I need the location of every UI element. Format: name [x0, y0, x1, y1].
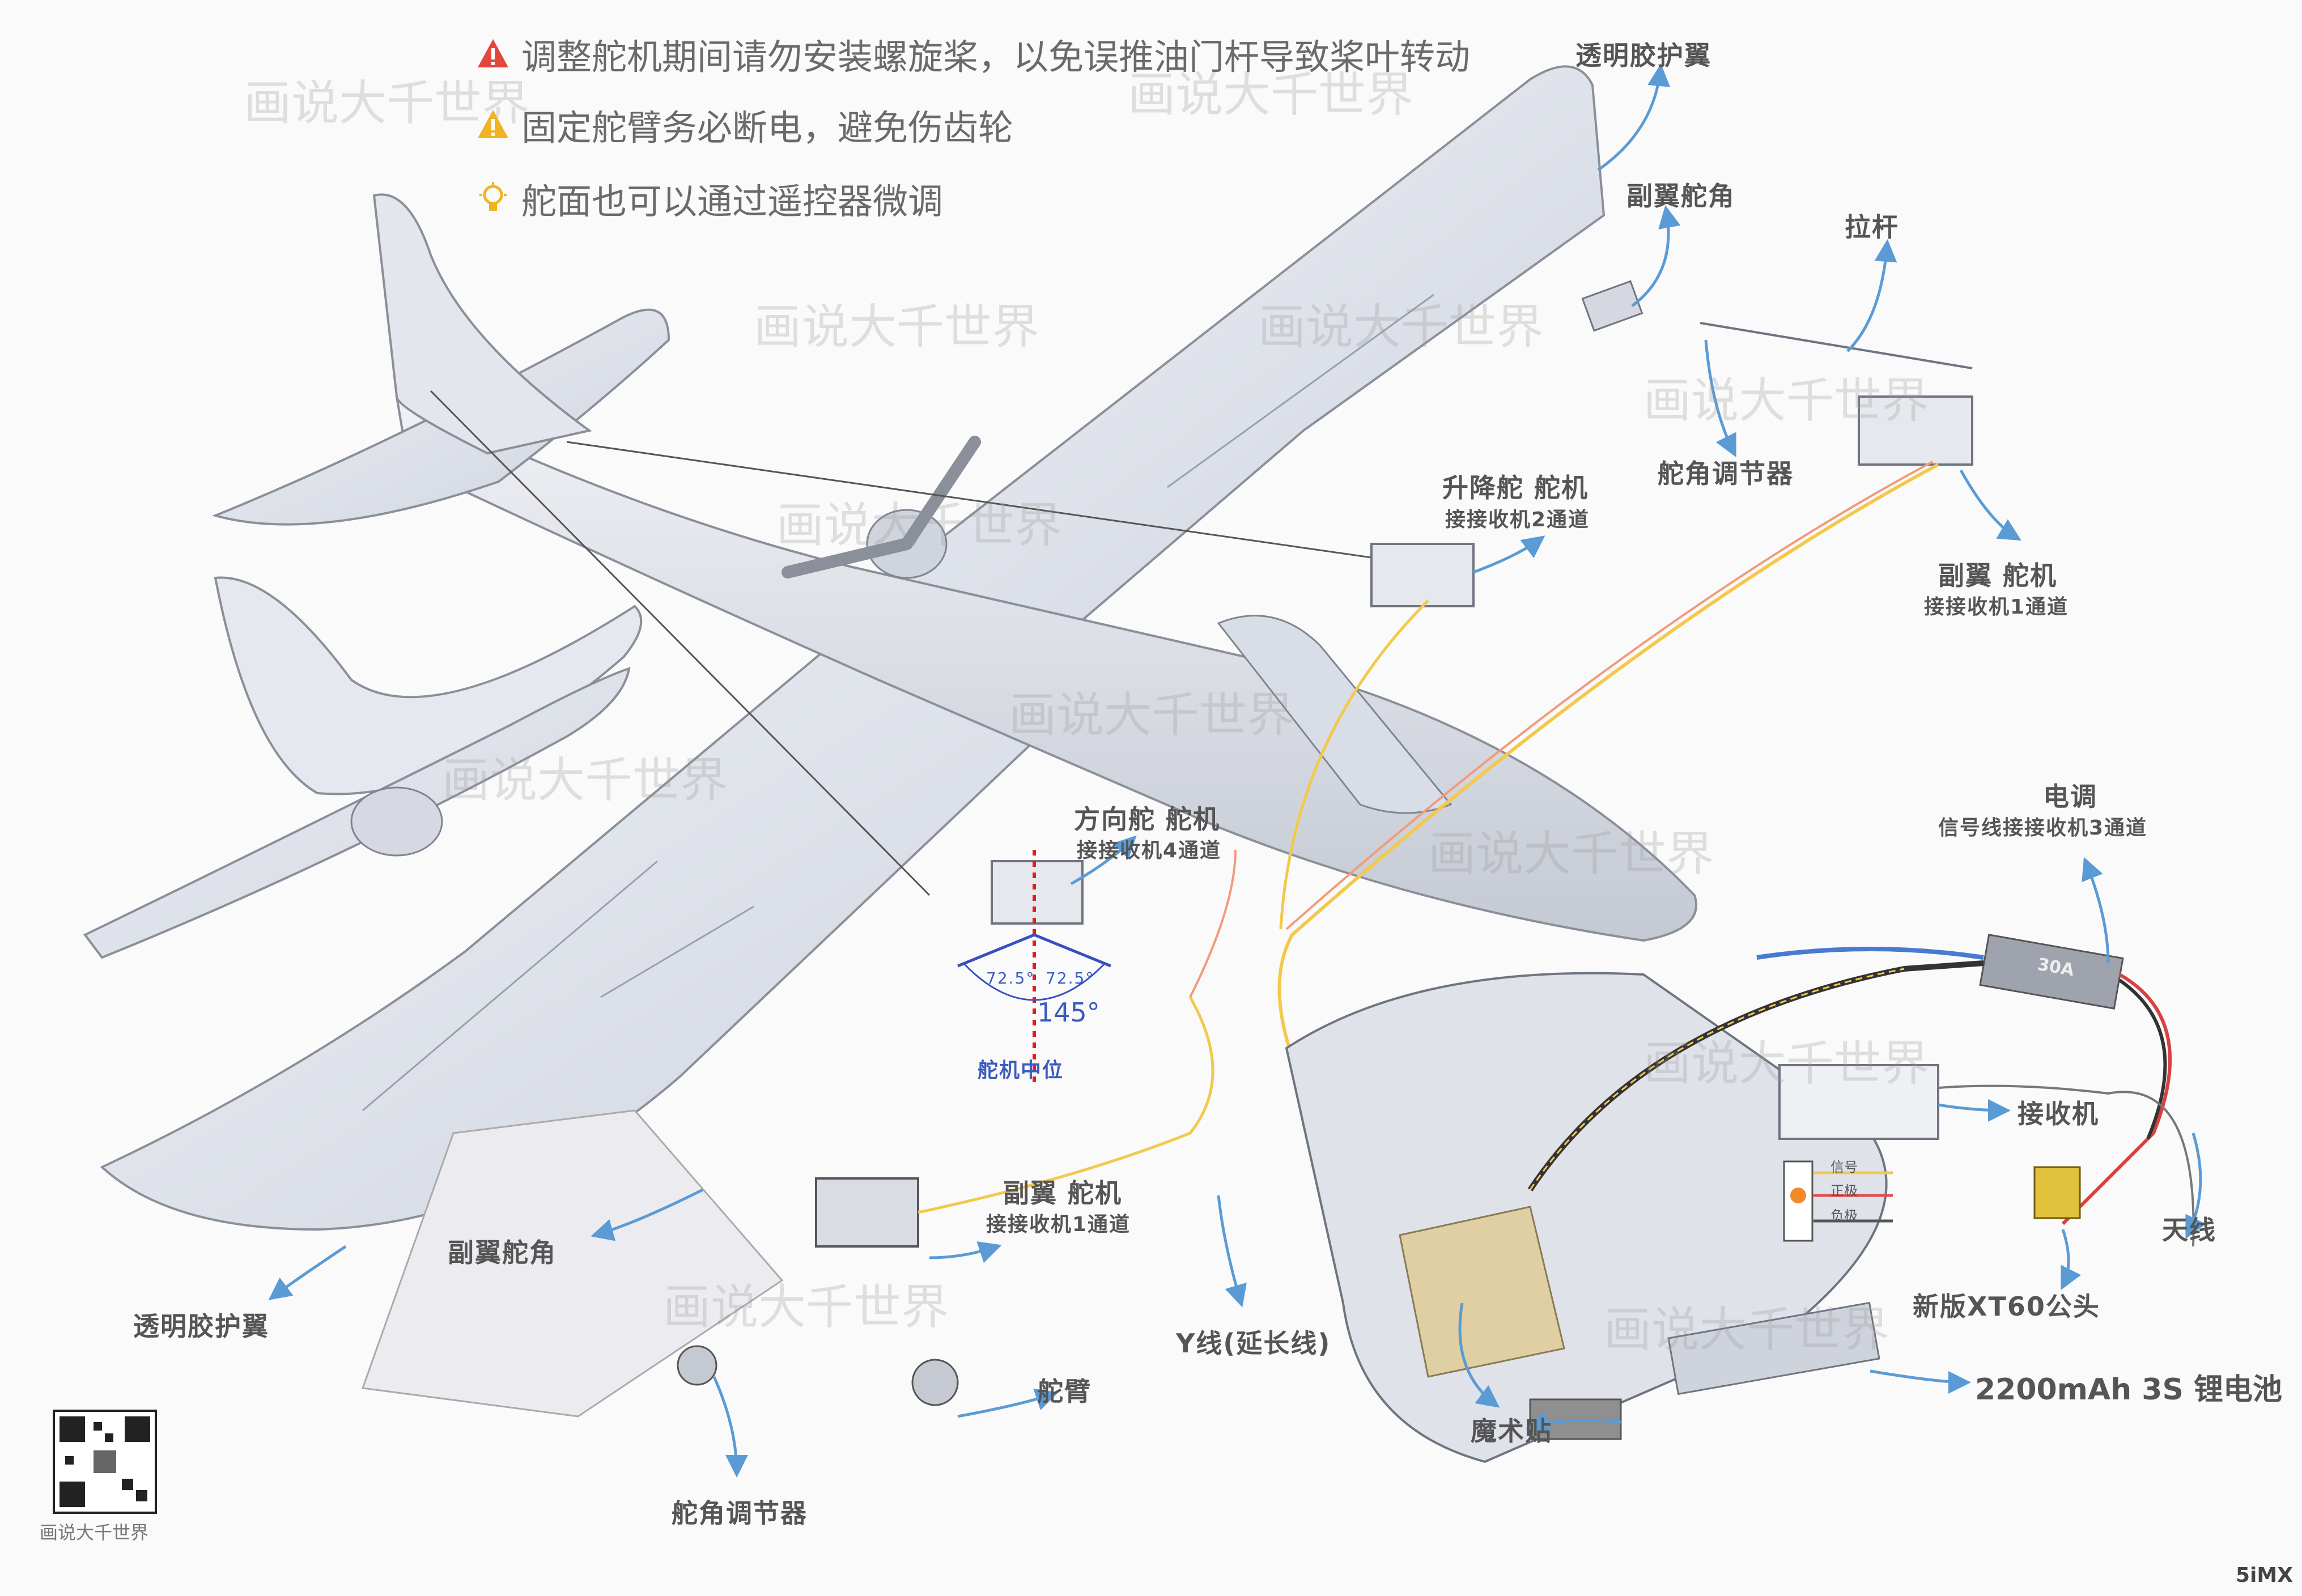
label-angle-left: 72.5°	[986, 969, 1035, 988]
notice-text: 固定舵臂务必断电，避免伤齿轮	[521, 107, 1014, 148]
label-wire-negative: 负极	[1830, 1208, 1858, 1224]
label-bl-wingtip-tape: 透明胶护翼	[133, 1311, 269, 1342]
label-tr-aileron-servo: 副翼 舵机	[1938, 560, 2058, 591]
warning-red-icon	[478, 39, 508, 67]
canopy	[1217, 615, 1452, 814]
label-bl-aileron-servo-channel: 接接收机1通道	[986, 1213, 1131, 1236]
watermark: 画说大千世界	[1009, 687, 1295, 743]
label-rudder-servo: 方向舵 舵机	[1074, 804, 1221, 835]
watermark: 画说大千世界	[1643, 1036, 1930, 1091]
notice-no-propeller: 调整舵机期间请勿安装螺旋桨，以免误推油门杆导致桨叶转动	[476, 28, 1470, 79]
label-rudder-servo-channel: 接接收机4通道	[1077, 839, 1222, 862]
label-tr-pushrod: 拉杆	[1845, 212, 1899, 242]
esc-shape	[1979, 934, 2124, 1010]
lightbulb-icon	[479, 182, 507, 211]
label-elevator-servo: 升降舵 舵机	[1442, 473, 1589, 503]
vertical-stabilizer	[372, 193, 592, 455]
label-bl-aileron-servo: 副翼 舵机	[1003, 1178, 1123, 1208]
label-y-cable: Y线(延长线)	[1176, 1328, 1331, 1359]
notice-text: 舵面也可以通过遥控器微调	[521, 181, 944, 222]
watermark: 画说大千世界	[244, 75, 530, 131]
label-esc-signal-channel: 信号线接接收机3通道	[1938, 816, 2148, 840]
receiver-shape	[1778, 1064, 1939, 1140]
label-elevator-servo-channel: 接接收机2通道	[1445, 508, 1590, 531]
watermark: 画说大千世界	[442, 752, 728, 808]
tr-aileron-servo-shape	[1858, 395, 1973, 466]
label-wire-positive: 正极	[1830, 1183, 1858, 1199]
label-angle-total: 145°	[1037, 997, 1100, 1028]
watermark: 画说大千世界	[754, 299, 1040, 355]
watermark: 画说大千世界	[1604, 1302, 1890, 1357]
watermark: 画说大千世界	[1128, 67, 1414, 122]
watermark: 画说大千世界	[1258, 299, 1544, 355]
label-battery: 2200mAh 3S 锂电池	[1975, 1373, 2283, 1407]
watermark: 画说大千世界	[776, 497, 1063, 553]
battery-shape	[1667, 1301, 1880, 1395]
corner-logo: 5iMX	[2236, 1564, 2293, 1587]
label-wire-signal: 信号	[1830, 1159, 1858, 1175]
qr-code	[53, 1410, 157, 1514]
elevator-servo-shape	[1370, 543, 1475, 607]
warning-yellow-icon	[478, 110, 508, 138]
watermark: 画说大千世界	[1643, 373, 1930, 428]
notice-trim: 舵面也可以通过遥控器微调	[476, 173, 943, 224]
label-receiver: 接收机	[2018, 1099, 2099, 1129]
watermark: 画说大千世界	[1428, 826, 1714, 882]
label-velcro: 魔术贴	[1471, 1416, 1552, 1446]
propeller	[782, 436, 981, 578]
rudder-servo-shape	[991, 860, 1084, 925]
label-tr-aileron-servo-channel: 接接收机1通道	[1924, 595, 2069, 619]
right-wing	[859, 65, 1606, 636]
watermark: 画说大千世界	[663, 1279, 949, 1335]
label-antenna: 天线	[2162, 1215, 2216, 1245]
label-tr-aileron-horn: 副翼舵角	[1626, 181, 1735, 211]
qr-caption: 画说大千世界	[40, 1522, 149, 1543]
label-tr-wingtip-tape: 透明胶护翼	[1575, 40, 1711, 71]
bl-servo-shape	[815, 1177, 919, 1248]
xt60-shape	[2033, 1166, 2081, 1219]
label-esc: 电调	[2043, 781, 2097, 812]
label-tr-horn-adjuster: 舵角调节器	[1658, 458, 1794, 489]
label-servo-center: 舵机中位	[978, 1059, 1064, 1082]
label-bl-aileron-horn: 副翼舵角	[448, 1237, 557, 1268]
label-bl-horn-adjuster: 舵角调节器	[672, 1498, 808, 1529]
notice-text: 调整舵机期间请勿安装螺旋桨，以免误推油门杆导致桨叶转动	[521, 36, 1471, 78]
label-angle-right: 72.5°	[1046, 969, 1095, 988]
notice-power-off: 固定舵臂务必断电，避免伤齿轮	[476, 99, 1013, 150]
label-xt60: 新版XT60公头	[1913, 1291, 2100, 1322]
label-servo-arm: 舵臂	[1037, 1376, 1091, 1407]
